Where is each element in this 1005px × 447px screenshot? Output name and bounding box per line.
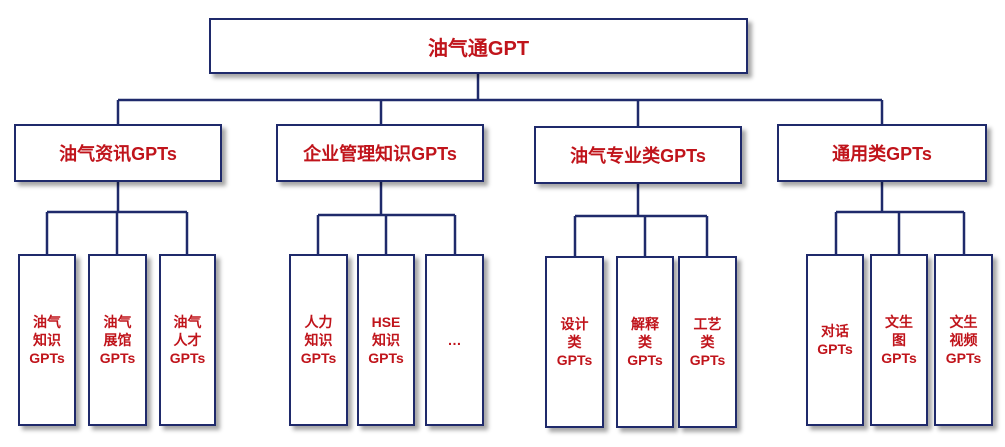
leaf-label: 对话 GPTs bbox=[817, 323, 853, 357]
root-node: 油气通GPT bbox=[209, 18, 748, 74]
category-node-enterprise-management: 企业管理知识GPTs bbox=[276, 124, 484, 182]
leaf-label: 油气 知识 GPTs bbox=[29, 314, 65, 366]
leaf-node: 工艺 类 GPTs bbox=[678, 256, 737, 428]
leaf-node: 对话 GPTs bbox=[806, 254, 864, 426]
leaf-node: 油气 展馆 GPTs bbox=[88, 254, 147, 426]
category-node-general: 通用类GPTs bbox=[777, 124, 987, 182]
category-label: 企业管理知识GPTs bbox=[303, 144, 457, 164]
category-label: 油气专业类GPTs bbox=[570, 146, 706, 166]
leaf-label: 人力 知识 GPTs bbox=[300, 314, 337, 366]
category-label: 油气资讯GPTs bbox=[59, 144, 177, 164]
leaf-node: 文生 视频 GPTs bbox=[934, 254, 993, 426]
leaf-label: 工艺 类 GPTs bbox=[689, 316, 726, 368]
leaf-node: … bbox=[425, 254, 484, 426]
leaf-node: 文生 图 GPTs bbox=[870, 254, 928, 426]
leaf-node: 解释 类 GPTs bbox=[616, 256, 674, 428]
category-node-oil-gas-professional: 油气专业类GPTs bbox=[534, 126, 742, 184]
category-label: 通用类GPTs bbox=[832, 144, 932, 164]
root-label: 油气通GPT bbox=[427, 37, 530, 60]
leaf-label: 解释 类 GPTs bbox=[627, 316, 663, 368]
leaf-label: 设计 类 GPTs bbox=[556, 316, 593, 368]
leaf-node: 设计 类 GPTs bbox=[545, 256, 604, 428]
leaf-node: HSE 知识 GPTs bbox=[357, 254, 415, 426]
leaf-label: 油气 人才 GPTs bbox=[169, 314, 206, 366]
category-node-oil-gas-info: 油气资讯GPTs bbox=[14, 124, 222, 182]
leaf-node: 油气 人才 GPTs bbox=[159, 254, 216, 426]
leaf-label: … bbox=[447, 332, 462, 348]
leaf-node: 油气 知识 GPTs bbox=[18, 254, 76, 426]
leaf-label: 油气 展馆 GPTs bbox=[99, 314, 136, 366]
leaf-label: 文生 图 GPTs bbox=[881, 314, 917, 366]
leaf-label: 文生 视频 GPTs bbox=[945, 314, 982, 366]
leaf-node: 人力 知识 GPTs bbox=[289, 254, 348, 426]
leaf-label: HSE 知识 GPTs bbox=[368, 314, 404, 366]
